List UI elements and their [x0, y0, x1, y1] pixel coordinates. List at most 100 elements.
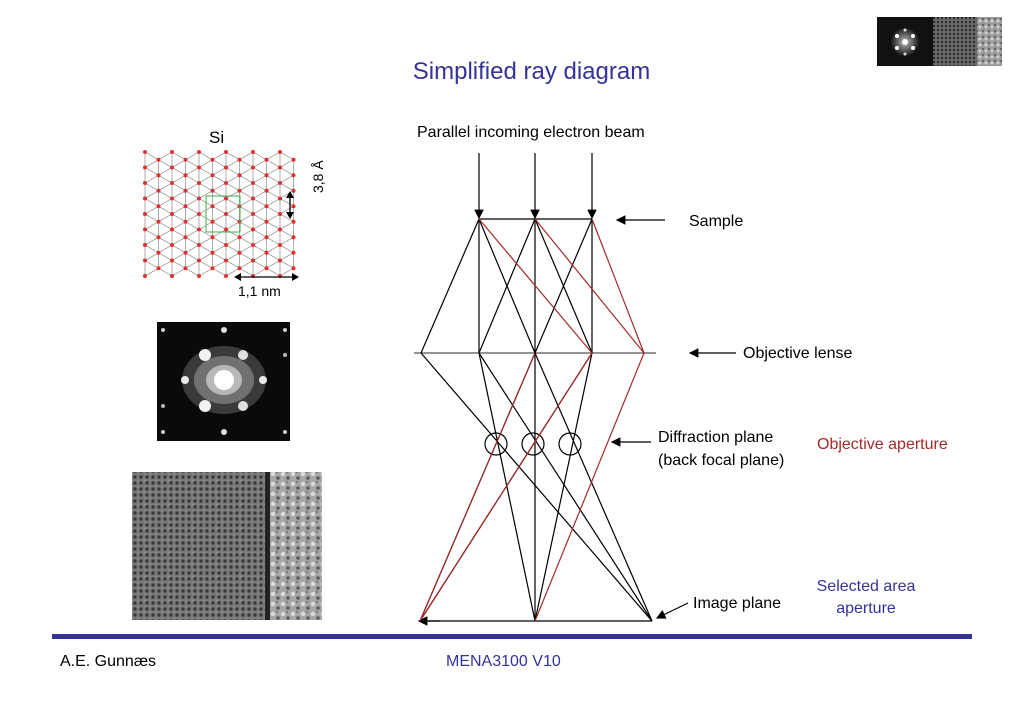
atom-dot [170, 212, 174, 216]
objective-lens-label: Objective lense [743, 345, 853, 362]
atom-dot [143, 227, 147, 232]
atom-dot [143, 243, 147, 247]
atom-dot [197, 212, 201, 216]
atom-dot [237, 173, 242, 178]
atom-dot [156, 173, 161, 178]
atom-dot [251, 243, 255, 247]
atom-dot [183, 157, 188, 162]
atom-dot [156, 157, 161, 162]
width-arrow-left [234, 273, 241, 281]
atom-dot [237, 157, 242, 162]
atom-dot [291, 157, 296, 162]
atom-dot [291, 250, 296, 255]
footer-course: MENA3100 V10 [446, 653, 561, 670]
atom-dot [156, 204, 161, 209]
objective-aperture-label: Objective aperture [817, 436, 948, 453]
atom-dot [291, 266, 296, 271]
atom-dot [183, 266, 188, 271]
atom-dot [278, 196, 282, 201]
sample-label: Sample [689, 213, 744, 230]
atom-dot [251, 212, 255, 216]
atom-dot [156, 235, 161, 240]
beam-label: Parallel incoming electron beam [417, 124, 645, 141]
atom-dot [197, 181, 201, 185]
atom-dot [143, 181, 147, 185]
atom-dot [143, 212, 147, 216]
atom-dot [224, 274, 228, 278]
atom-dot [183, 250, 188, 255]
atom-dot [224, 181, 228, 185]
atom-dot [224, 150, 228, 154]
atom-dot [291, 173, 296, 178]
atom-dot [237, 266, 242, 271]
atom-dot [224, 196, 228, 201]
atom-dot [156, 266, 161, 271]
atom-dot [156, 250, 161, 255]
atom-dot [210, 188, 215, 193]
atom-dot [264, 157, 269, 162]
atom-dot [237, 235, 242, 240]
atom-dot [170, 181, 174, 185]
atom-dot [224, 212, 228, 216]
slide-title: Simplified ray diagram [412, 58, 651, 85]
atom-dot [264, 173, 269, 178]
atom-dot [264, 250, 269, 255]
image-plane-label: Image plane [693, 595, 782, 612]
lattice-width-label: 1,1 nm [238, 283, 281, 299]
atom-dot [156, 219, 161, 224]
selected-area-label: Selected area [816, 578, 916, 595]
atom-dot [197, 165, 201, 170]
atom-dot [210, 235, 215, 240]
atom-dot [197, 196, 201, 201]
atom-dot [143, 258, 147, 263]
atom-dot [143, 274, 147, 278]
width-arrow-right [292, 273, 299, 281]
atom-dot [170, 165, 174, 170]
unit-cell-outline [205, 195, 241, 233]
footer-divider [52, 634, 972, 639]
atom-dot [224, 227, 228, 232]
atom-dot [291, 204, 296, 209]
atom-dot [251, 181, 255, 185]
back-focal-plane-label: (back focal plane) [658, 452, 785, 469]
atom-dot [170, 243, 174, 247]
atom-dot [210, 204, 215, 209]
atom-dot [278, 258, 282, 263]
atom-dot [291, 235, 296, 240]
atom-dot [264, 219, 269, 224]
atom-dot [197, 227, 201, 232]
atom-dot [237, 188, 242, 193]
atom-dot [183, 188, 188, 193]
atom-dot [224, 258, 228, 263]
atom-dot [197, 243, 201, 247]
diffraction-plane-label: Diffraction plane [658, 429, 774, 446]
atom-dot [291, 188, 296, 193]
atom-dot [224, 165, 228, 170]
height-arrow-down [286, 212, 294, 219]
selected-area-aperture-label: aperture [836, 600, 896, 617]
atom-dot [278, 150, 282, 154]
footer-author: A.E. Gunnæs [60, 653, 157, 670]
atom-dot [264, 266, 269, 271]
atom-dot [170, 196, 174, 201]
atom-dot [170, 150, 174, 154]
atom-dot [278, 181, 282, 185]
atom-dot [170, 274, 174, 278]
atom-dot [143, 196, 147, 201]
atom-dot [291, 219, 296, 224]
si-label: Si [209, 128, 225, 147]
lattice-height-label: 3,8 Å [310, 160, 326, 193]
atom-dot [197, 274, 201, 278]
atom-dot [210, 157, 215, 162]
atom-dot [264, 188, 269, 193]
atom-dot [264, 235, 269, 240]
atom-dot [251, 227, 255, 232]
atom-dot [183, 204, 188, 209]
atom-dot [251, 196, 255, 201]
atom-dot [278, 165, 282, 170]
atom-dot [251, 258, 255, 263]
atom-dot [278, 274, 282, 278]
atom-dot [183, 219, 188, 224]
atom-dot [264, 204, 269, 209]
atom-dot [156, 188, 161, 193]
